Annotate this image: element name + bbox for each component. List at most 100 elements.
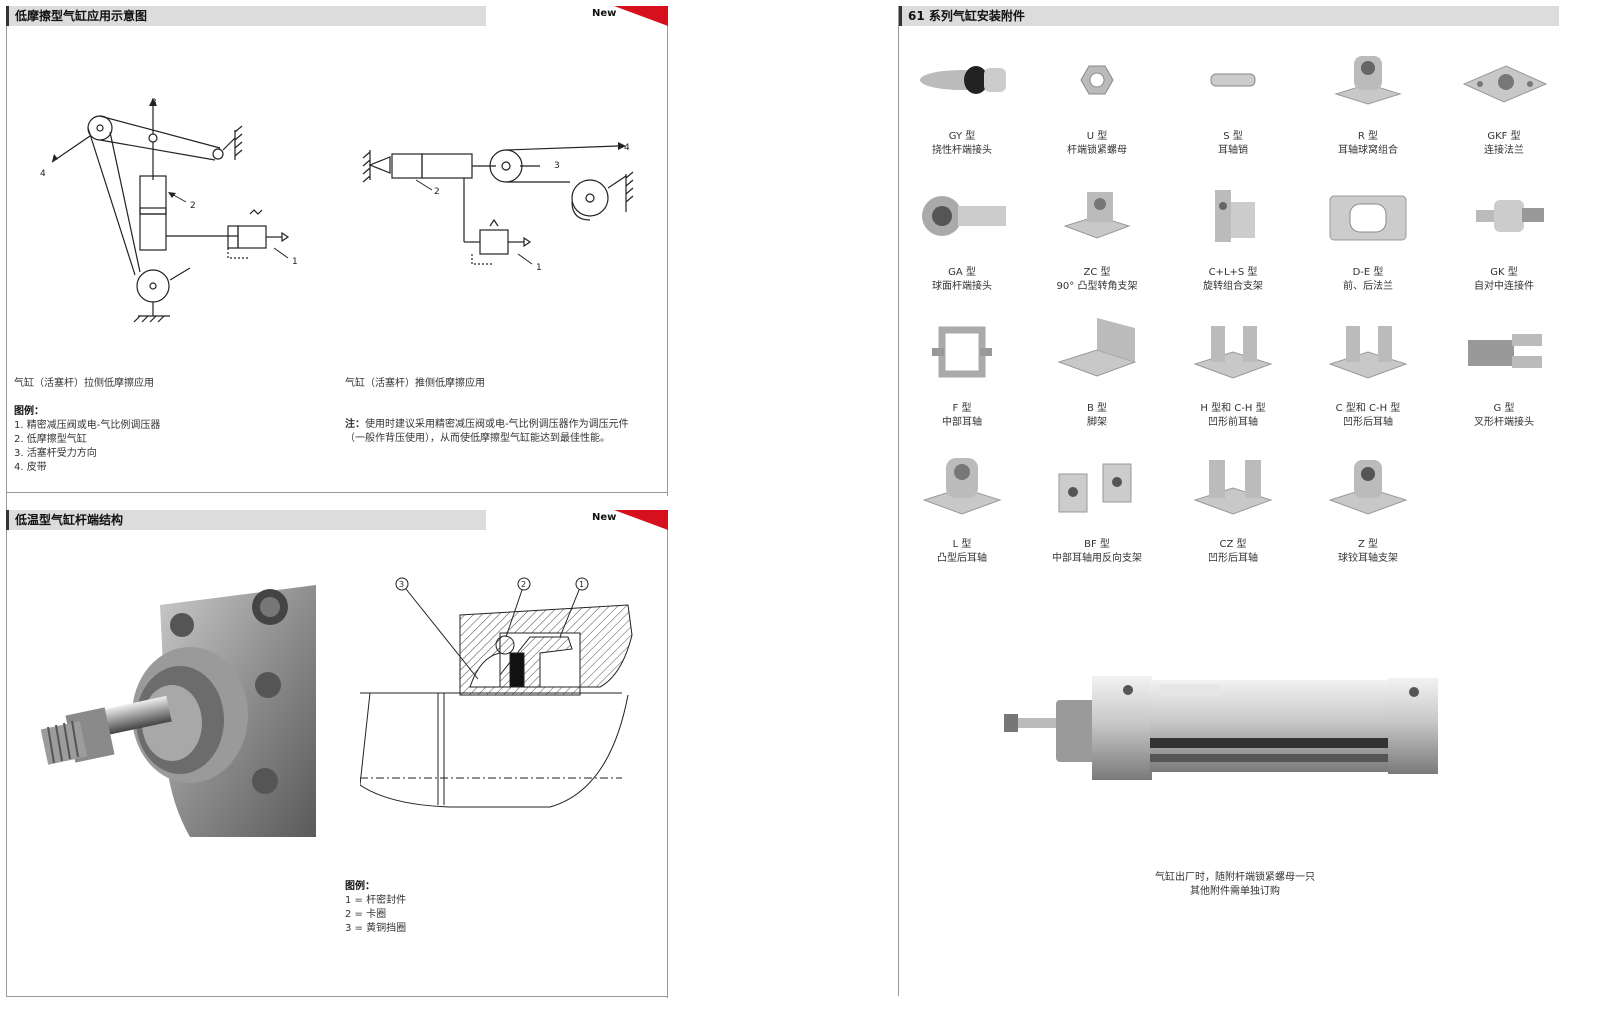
label-4: 4: [40, 169, 46, 179]
accessory-item: GK 型自对中连接件: [1444, 176, 1564, 294]
accessory-name: 耳轴球窝组合: [1338, 145, 1398, 156]
accessory-item: G 型叉形杆端接头: [1444, 312, 1564, 430]
note-line-1: 使用时建议采用精密减压阀或电-气比例调压器作为调压元件: [365, 419, 629, 430]
accessory-photo: [1049, 312, 1145, 390]
accessory-name: 旋转组合支架: [1203, 281, 1263, 292]
accessory-item: U 型杆端锁紧螺母: [1037, 40, 1157, 158]
legend-low-friction: 图例： 1. 精密减压阀或电-气比例调压器 2. 低摩擦型气缸 3. 活塞杆受力…: [14, 405, 160, 475]
accessory-name: 中部耳轴用反向支架: [1052, 553, 1142, 564]
accessory-name: 凹形后耳轴: [1343, 417, 1393, 428]
new-tag: New: [592, 510, 668, 532]
callout-3: 3: [399, 580, 404, 589]
accessory-photo: [1185, 40, 1281, 118]
accessory-item: Z 型球铰耳轴支架: [1308, 448, 1428, 566]
accessory-photo: [1320, 176, 1416, 254]
legend-item: 3. 活塞杆受力方向: [14, 448, 97, 459]
push-side-diagram: 4 3 2 1: [362, 142, 634, 273]
caption-push-side: 气缸（活塞杆）推侧低摩擦应用: [345, 378, 485, 389]
accessory-item: F 型中部耳轴: [902, 312, 1022, 430]
legend-item: 3 = 黄铜挡圈: [345, 923, 407, 934]
left-page-border: [6, 6, 7, 996]
legend-item: 1 = 杆密封件: [345, 895, 407, 906]
legend-item: 4. 皮带: [14, 462, 47, 473]
new-label: New: [592, 512, 617, 523]
note-block: 注：使用时建议采用精密减压阀或电-气比例调压器作为调压元件 （一般作背压使用），…: [345, 418, 629, 446]
accessory-type: H 型和 C-H 型: [1200, 403, 1266, 414]
accessory-item: S 型耳轴销: [1173, 40, 1293, 158]
callout-1: 1: [579, 580, 584, 589]
accessory-item: ZC 型 90° 凸型转角支架: [1037, 176, 1157, 294]
accessory-type: S 型: [1223, 131, 1243, 142]
accessory-name: 球面杆端接头: [932, 281, 992, 292]
accessory-type: C 型和 C-H 型: [1335, 403, 1401, 414]
accessory-item: C 型和 C-H 型凹形后耳轴: [1308, 312, 1428, 430]
pull-side-diagram: 3 4 2 1: [40, 98, 298, 323]
accessory-type: GK 型: [1490, 267, 1518, 278]
label-4b: 4: [624, 143, 630, 153]
accessory-name: 中部耳轴: [942, 417, 982, 428]
label-1: 1: [292, 257, 298, 267]
left-page-bottom: [6, 996, 668, 997]
accessory-photo: [914, 448, 1010, 526]
accessory-photo: [914, 312, 1010, 390]
rod-seal-cross-section: 3 2 1: [360, 577, 633, 808]
accessory-item: GY 型挠性杆端接头: [902, 40, 1022, 158]
accessory-item: C+L+S 型旋转组合支架: [1173, 176, 1293, 294]
right-page-border: [898, 6, 899, 996]
accessory-photo: [1185, 176, 1281, 254]
section-title-text: 低摩擦型气缸应用示意图: [15, 9, 148, 23]
new-label: New: [592, 8, 617, 19]
accessory-type: B 型: [1086, 403, 1108, 414]
section-title-low-temp: 低温型气缸杆端结构: [6, 510, 486, 530]
label-3: 3: [151, 98, 157, 108]
accessory-photo: [1320, 448, 1416, 526]
accessory-name: 凸型后耳轴: [937, 553, 987, 564]
accessory-type: ZC 型: [1083, 267, 1111, 278]
accessory-item: L 型凸型后耳轴: [902, 448, 1022, 566]
legend-title: 图例：: [345, 881, 375, 892]
section-title-text: 低温型气缸杆端结构: [15, 513, 124, 527]
accessory-type: Z 型: [1357, 539, 1379, 550]
accessory-photo: [1456, 40, 1552, 118]
accessory-item: BF 型中部耳轴用反向支架: [1037, 448, 1157, 566]
accessory-photo: [1049, 176, 1145, 254]
accessory-name: 凹形前耳轴: [1208, 417, 1258, 428]
cylinder-rod-end-photo: [40, 585, 316, 837]
accessory-type: U 型: [1086, 131, 1108, 142]
label-3b: 3: [554, 161, 560, 171]
accessory-type: CZ 型: [1219, 539, 1247, 550]
accessory-item: H 型和 C-H 型凹形前耳轴: [1173, 312, 1293, 430]
accessory-name: 自对中连接件: [1474, 281, 1534, 292]
accessory-type: D-E 型: [1352, 267, 1384, 278]
accessory-name: 凹形后耳轴: [1208, 553, 1258, 564]
legend-title: 图例：: [14, 406, 44, 417]
accessory-photo: [1456, 176, 1552, 254]
accessory-photo: [1049, 40, 1145, 118]
legend-item: 2 = 卡圈: [345, 909, 387, 920]
cylinder-product-photo: [1004, 676, 1438, 780]
accessory-type: L 型: [952, 539, 972, 550]
accessory-name: 球铰耳轴支架: [1338, 553, 1398, 564]
footer-note-line-1: 气缸出厂时，随附杆端锁紧螺母一只: [1155, 872, 1315, 883]
accessory-name: 耳轴销: [1218, 145, 1248, 156]
callout-2: 2: [521, 580, 526, 589]
accessory-photo: [914, 40, 1010, 118]
label-1b: 1: [536, 263, 542, 273]
accessory-photo: [1320, 312, 1416, 390]
accessory-photo: [1320, 40, 1416, 118]
section-title-text: 61 系列气缸安装附件: [908, 9, 1025, 23]
accessory-type: BF 型: [1084, 539, 1110, 550]
accessory-name: 挠性杆端接头: [932, 145, 992, 156]
accessory-type: R 型: [1357, 131, 1379, 142]
accessory-item: R 型耳轴球窝组合: [1308, 40, 1428, 158]
accessory-photo: [1049, 448, 1145, 526]
accessory-item: GKF 型连接法兰: [1444, 40, 1564, 158]
accessory-item: B 型脚架: [1037, 312, 1157, 430]
section-title-low-friction: 低摩擦型气缸应用示意图: [6, 6, 486, 26]
accessory-name: 90° 凸型转角支架: [1056, 281, 1138, 292]
legend-low-temp: 图例： 1 = 杆密封件 2 = 卡圈 3 = 黄铜挡圈: [345, 880, 406, 936]
note-line-2: （一般作背压使用），从而使低摩擦型气缸能达到最佳性能。: [345, 433, 610, 444]
label-2b: 2: [434, 187, 440, 197]
legend-item: 1. 精密减压阀或电-气比例调压器: [14, 420, 161, 431]
accessory-type: GA 型: [948, 267, 976, 278]
